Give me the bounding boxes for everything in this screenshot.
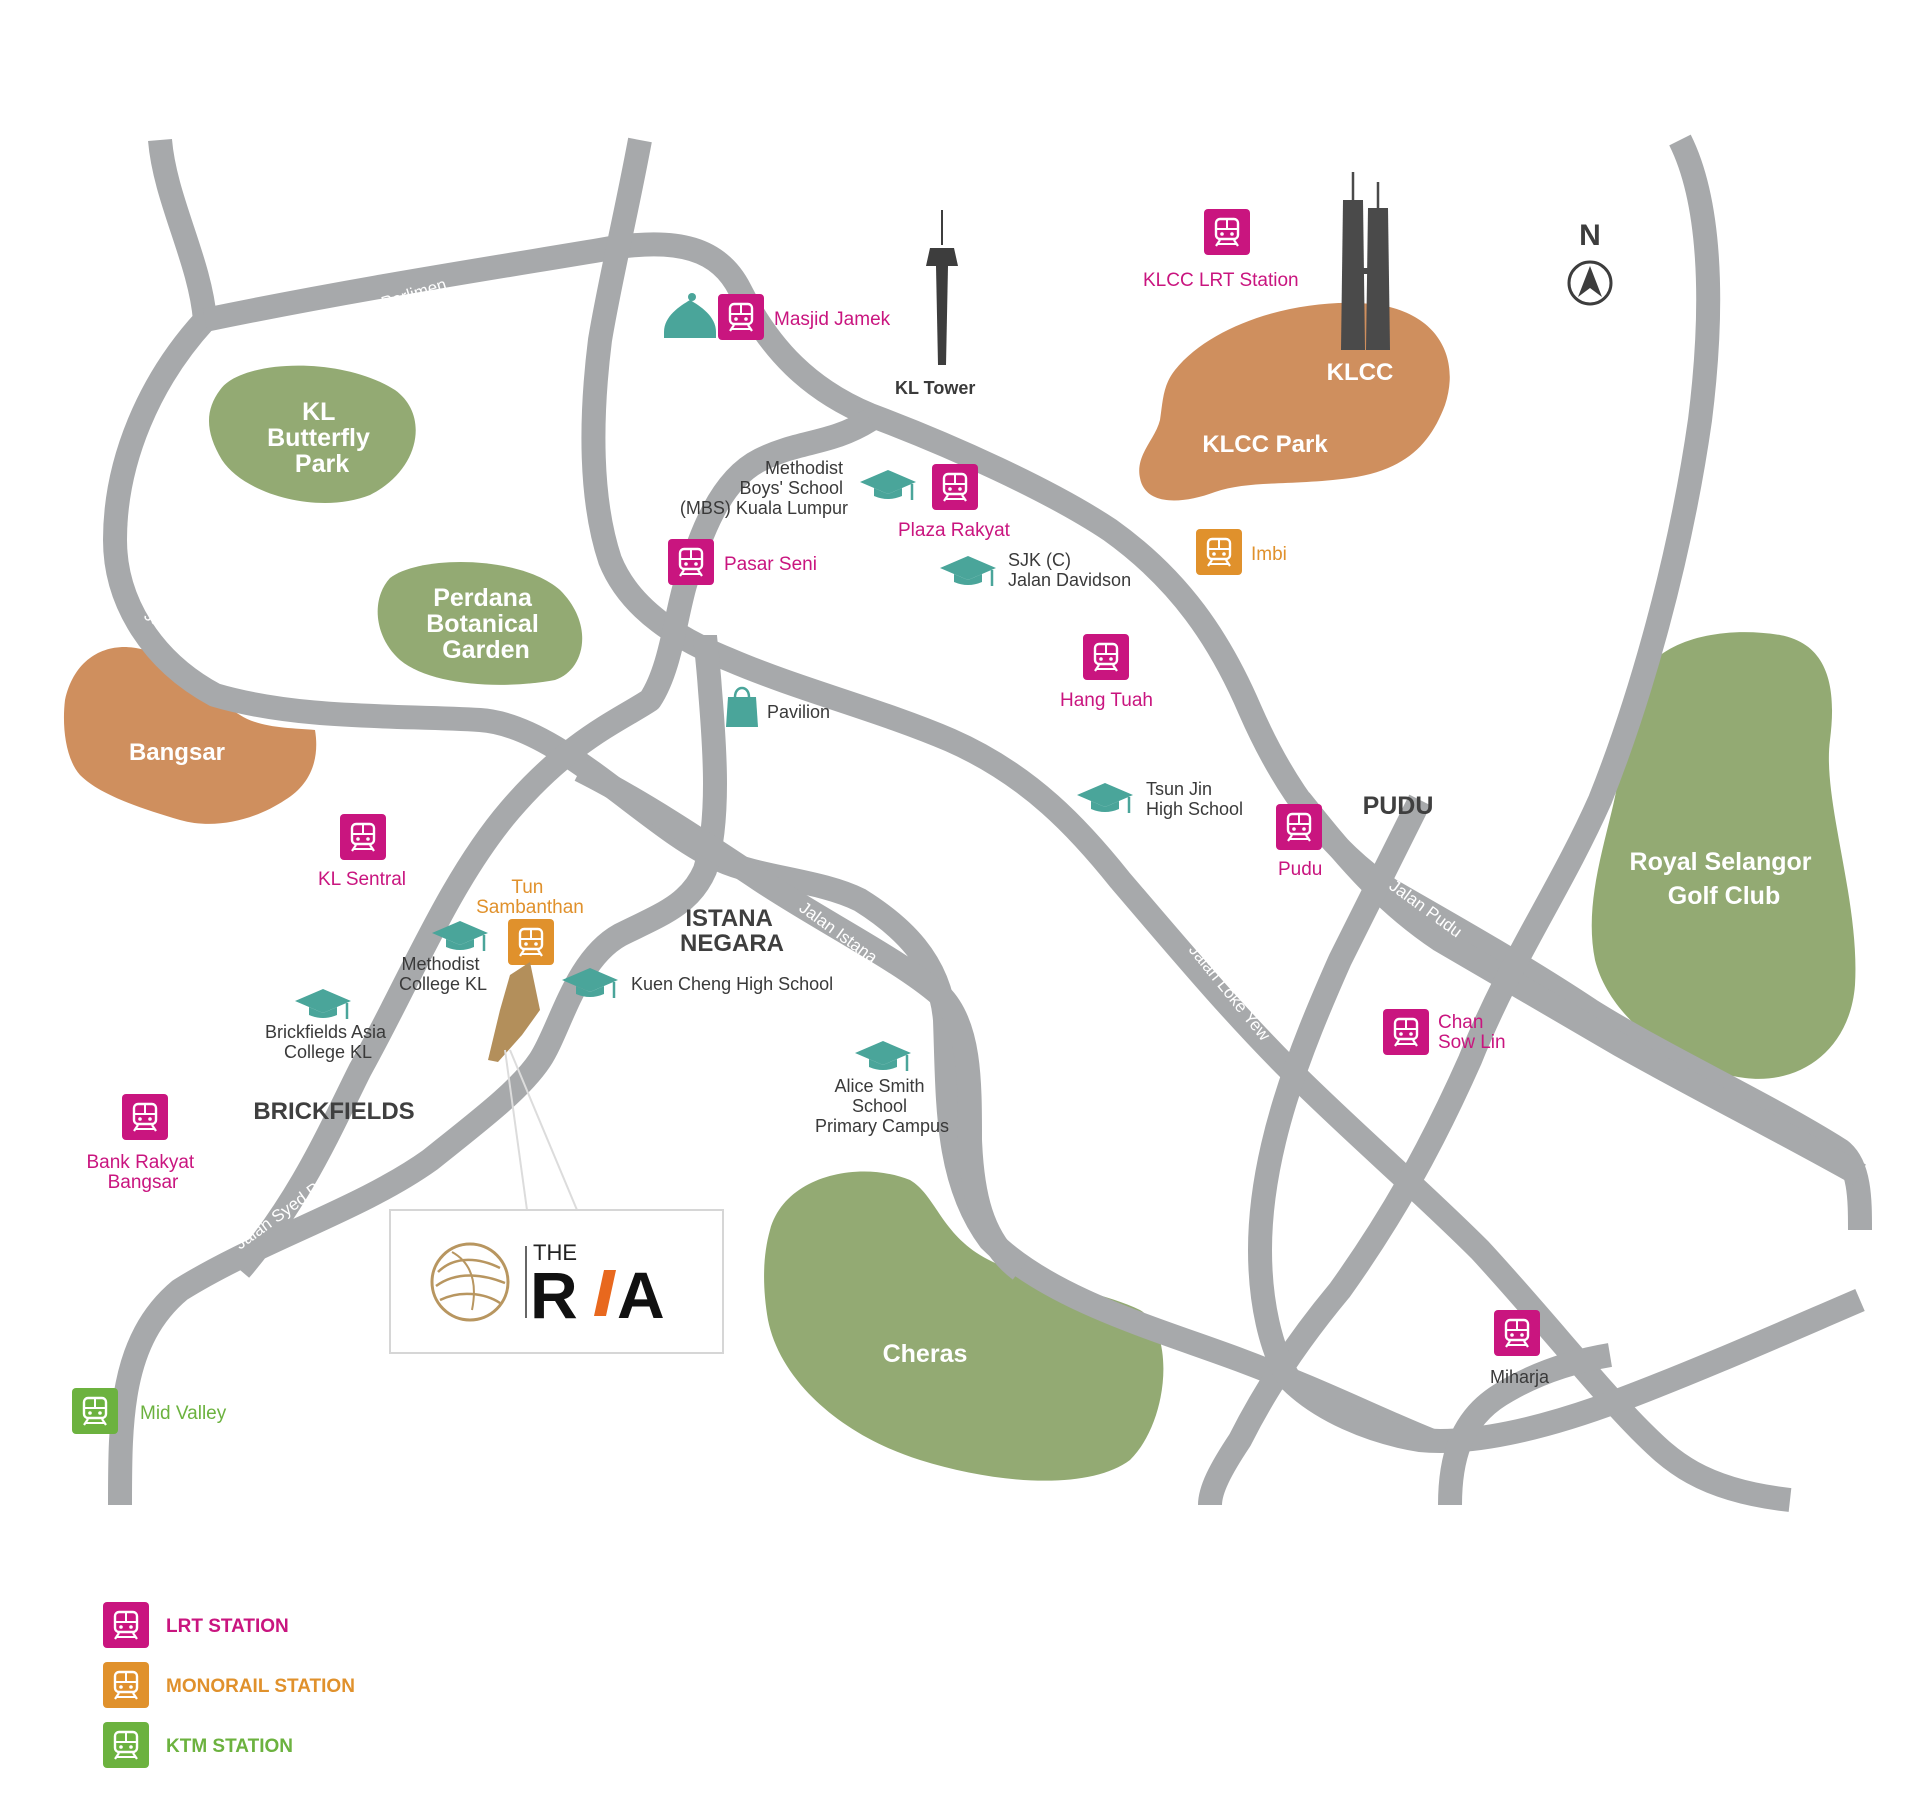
school-methodist-college-label: Methodist College KL: [399, 954, 487, 994]
pudu-district-label: PUDU: [1363, 792, 1434, 820]
shopping-bag-icon: [726, 686, 758, 727]
station-pudu[interactable]: [1276, 804, 1322, 850]
school-mbs-label: Methodist Boys' School (MBS) Kuala Lumpu…: [680, 458, 848, 518]
station-chan-sow-lin-label: Chan Sow Lin: [1438, 1012, 1506, 1053]
royal-selangor-golf-club-area: [1591, 632, 1856, 1079]
road-jalan-parlimen: [202, 232, 1872, 1231]
station-mid-valley[interactable]: [72, 1388, 118, 1434]
road-ipoh-north: [581, 137, 1792, 1512]
station-bank-rakyat-bangsar[interactable]: [122, 1094, 168, 1140]
legend-ktm-label: KTM STATION: [166, 1736, 293, 1757]
brickfields-label: BRICKFIELDS: [253, 1098, 414, 1125]
perdana-botanical-garden-area: [377, 562, 583, 685]
graduation-cap-icon: [293, 987, 353, 1021]
graduation-cap-icon: [858, 468, 918, 502]
graduation-cap-icon: [938, 554, 998, 588]
school-kuen-cheng-label: Kuen Cheng High School: [631, 974, 833, 994]
perdana-botanical-garden-label: Perdana Botanical Garden: [426, 584, 545, 664]
kl-butterfly-park-label: KL Butterfly Park: [267, 398, 377, 478]
road-jalan-tun-razak: [1198, 134, 1721, 1506]
road-jalan-pudu: [1290, 792, 1866, 1186]
kl-tower-label: KL Tower: [895, 378, 975, 398]
station-mid-valley-label: Mid Valley: [140, 1403, 227, 1424]
station-pudu-label: Pudu: [1278, 859, 1322, 880]
mosque-icon: [664, 293, 716, 338]
station-tun-sambanthan[interactable]: [508, 919, 554, 965]
station-masjid-jamek[interactable]: [718, 294, 764, 340]
station-chan-sow-lin[interactable]: [1383, 1009, 1429, 1055]
road-jalan-istana: [574, 759, 1028, 1280]
station-tun-sambanthan-label: Tun Sambanthan: [476, 877, 584, 918]
legend: LRT STATION MONORAIL STATION KTM STATION: [103, 1602, 355, 1768]
station-masjid-jamek-label: Masjid Jamek: [774, 309, 891, 330]
station-plaza-rakyat-label: Plaza Rakyat: [898, 520, 1011, 541]
road-middle-ring-east: [1248, 794, 1865, 1453]
road-tun-sambanthan: [230, 409, 877, 1278]
station-klcc-lrt[interactable]: [1204, 209, 1250, 255]
bangsar-area: [63, 647, 317, 824]
legend-ktm-icon: [103, 1722, 149, 1768]
station-pasar-seni[interactable]: [668, 539, 714, 585]
the-ria-emblem-icon: [430, 1242, 510, 1322]
legend-monorail-icon: [103, 1662, 149, 1708]
the-ria-logo-card: THE R A: [389, 1209, 724, 1354]
north-label: N: [1579, 219, 1601, 252]
legend-lrt-label: LRT STATION: [166, 1616, 289, 1637]
station-kl-sentral-label: KL Sentral: [318, 869, 406, 890]
station-hang-tuah[interactable]: [1083, 634, 1129, 680]
station-klcc-lrt-label: KLCC LRT Station: [1143, 270, 1299, 291]
klcc-label: KLCC: [1327, 359, 1394, 386]
station-pasar-seni-label: Pasar Seni: [724, 554, 817, 575]
road-jalan-syed-putra: [108, 634, 727, 1506]
school-sjk-label: SJK (C) Jalan Davidson: [1008, 550, 1131, 590]
graduation-cap-icon: [1075, 781, 1135, 815]
road-south-link: [1438, 1343, 1613, 1506]
station-bank-rakyat-label: Bank Rakyat Bangsar: [86, 1152, 199, 1193]
the-ria-site-marker: [488, 962, 540, 1062]
school-alice-smith-label: Alice Smith School Primary Campus: [815, 1076, 949, 1136]
graduation-cap-icon: [853, 1039, 913, 1073]
petronas-towers-icon: [1341, 172, 1390, 350]
station-plaza-rakyat[interactable]: [932, 464, 978, 510]
brand-i-stroke: [594, 1270, 616, 1316]
station-miharja-label: Miharja: [1490, 1367, 1550, 1387]
klcc-park-label: KLCC Park: [1202, 431, 1328, 458]
station-hang-tuah-label: Hang Tuah: [1060, 690, 1153, 711]
school-tsun-jin-label: Tsun Jin High School: [1146, 779, 1243, 819]
label-jalan-loke-yew: Jalan Loke Yew: [1185, 941, 1275, 1045]
cheras-area: [764, 1171, 1164, 1481]
station-imbi-label: Imbi: [1251, 544, 1287, 565]
royal-selangor-label: Royal Selangor Golf Club: [1630, 848, 1819, 910]
kl-tower-icon: [926, 210, 958, 365]
cheras-label: Cheras: [883, 1340, 968, 1368]
legend-lrt-icon: [103, 1602, 149, 1648]
kl-butterfly-park-area: [208, 365, 416, 503]
station-kl-sentral[interactable]: [340, 814, 386, 860]
pavilion-label: Pavilion: [767, 702, 830, 722]
klcc-park-area: [1139, 302, 1450, 501]
legend-monorail-label: MONORAIL STATION: [166, 1676, 355, 1697]
bangsar-label: Bangsar: [129, 739, 225, 766]
station-imbi[interactable]: [1196, 529, 1242, 575]
school-brickfields-asia-label: Brickfields Asia College KL: [265, 1022, 391, 1062]
station-miharja[interactable]: [1494, 1310, 1540, 1356]
brand-a: A: [617, 1258, 665, 1332]
north-arrow-icon: [1567, 260, 1613, 306]
brand-the: THE: [533, 1240, 577, 1265]
istana-negara-label: ISTANA NEGARA: [680, 905, 784, 957]
brand-r: R: [530, 1258, 578, 1332]
